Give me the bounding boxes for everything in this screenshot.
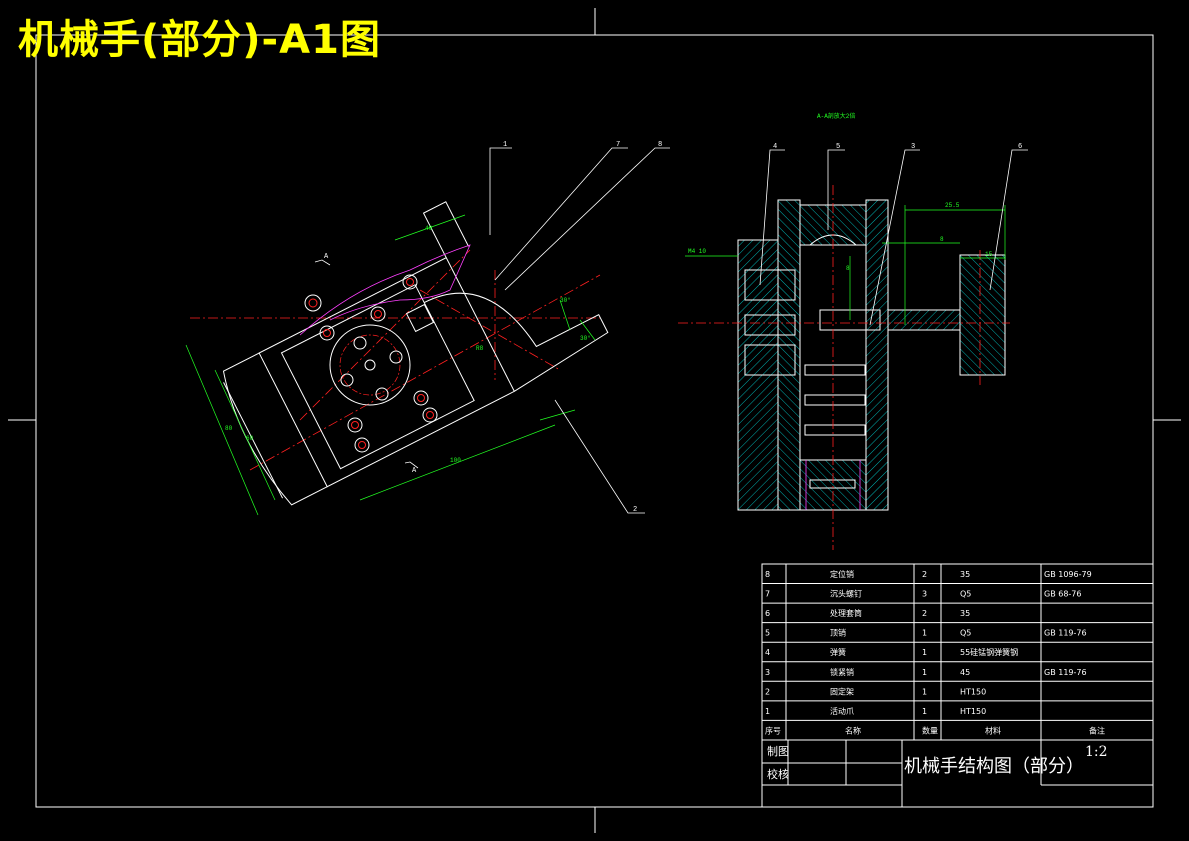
callout-3: 3	[911, 143, 915, 151]
drawn-label: 制图	[767, 745, 789, 758]
svg-text:30°: 30°	[580, 335, 591, 342]
bom-cell-no: 2	[765, 687, 770, 696]
bom-cell-no: 7	[765, 590, 770, 599]
bom-cell-name: 活动爪	[830, 706, 854, 716]
callout-1: 1	[503, 141, 507, 149]
callout-4: 4	[773, 143, 777, 151]
bom-row: 6 处理套筒 2 35	[765, 608, 970, 618]
bom-cell-no: 6	[765, 609, 770, 618]
callout-7: 7	[616, 141, 620, 149]
bom-cell-name: 定位销	[830, 569, 854, 579]
callout-2: 2	[633, 506, 637, 514]
bom-row: 5 顶销 1 Q5 GB 119-76	[765, 628, 1087, 638]
bom-table	[761, 563, 1154, 808]
bom-cell-qty: 1	[922, 707, 927, 716]
bom-cell-material: 55硅锰钢弹簧钢	[960, 647, 1018, 657]
bom-cell-no: 3	[765, 668, 770, 677]
bom-cell-name: 锁紧销	[830, 667, 854, 677]
checked-label: 校核	[767, 767, 789, 781]
bom-cell-name: 处理套筒	[830, 608, 862, 618]
bom-cell-note: 备注	[1089, 725, 1105, 735]
scale-value: 1:2	[1085, 744, 1108, 760]
bom-cell-qty: 1	[922, 648, 927, 657]
bom-cell-qty: 3	[922, 590, 927, 599]
left-view: 80 60 100 40 30° 30° R8	[185, 141, 670, 516]
svg-text:15: 15	[985, 251, 993, 258]
bom-cell-no: 8	[765, 570, 770, 579]
bom-cell-name: 沉头螺钉	[830, 589, 862, 599]
bom-cell-qty: 1	[922, 687, 927, 696]
bom-cell-qty: 数量	[922, 725, 938, 735]
callout-6: 6	[1018, 143, 1022, 151]
svg-text:25.5: 25.5	[945, 202, 960, 209]
svg-text:60: 60	[246, 435, 254, 442]
bom-header-row: 序号 名称 数量 材料 备注	[765, 725, 1105, 735]
bom-row: 3 锁紧销 1 45 GB 119-76	[765, 667, 1087, 677]
bom-cell-no: 序号	[765, 725, 781, 735]
fixed-frame-body	[258, 257, 516, 488]
bom-cell-note: GB 1096-79	[1044, 570, 1092, 579]
bom-cell-material: 45	[960, 668, 970, 677]
bom-cell-note: GB 68-76	[1044, 590, 1081, 599]
bom-cell-no: 4	[765, 648, 770, 657]
bom-cell-qty: 1	[922, 629, 927, 638]
bom-row: 4 弹簧 1 55硅锰钢弹簧钢	[765, 647, 1018, 657]
svg-text:100: 100	[450, 457, 461, 464]
bom-row: 8 定位销 2 35 GB 1096-79	[765, 569, 1092, 579]
bom-cell-name: 名称	[845, 725, 861, 735]
callout-8: 8	[658, 141, 662, 149]
bom-cell-name: 弹簧	[830, 647, 846, 657]
bom-cell-no: 5	[765, 629, 770, 638]
bom-cell-material: Q5	[960, 629, 971, 638]
right-view-section: 25.5 8 15 M4 10 8 A-A剖放大2倍 4 5 3 6	[678, 112, 1028, 550]
bom-cell-qty: 2	[922, 570, 927, 579]
bom-row: 2 固定架 1 HT150	[765, 686, 986, 696]
bom-cell-material: HT150	[960, 707, 986, 716]
bom-cell-name: 固定架	[830, 686, 854, 696]
bom-cell-material: Q5	[960, 590, 971, 599]
bom-cell-material: 35	[960, 609, 970, 618]
svg-text:30°: 30°	[560, 297, 571, 304]
bom-cell-material: 35	[960, 570, 970, 579]
bom-cell-qty: 2	[922, 609, 927, 618]
svg-text:8: 8	[846, 265, 850, 272]
bom-cell-material: HT150	[960, 687, 986, 696]
bom-cell-note: GB 119-76	[1044, 668, 1087, 677]
svg-text:80: 80	[225, 425, 233, 432]
bom-cell-material: 材料	[985, 725, 1001, 735]
svg-text:R8: R8	[476, 345, 484, 352]
drawing-title: 机械手结构图（部分）	[904, 756, 1084, 777]
section-mark-bottom: A	[412, 467, 417, 475]
banner-title: 机械手(部分)-A1图	[18, 17, 381, 63]
bom-cell-no: 1	[765, 707, 770, 716]
callout-5: 5	[836, 143, 840, 151]
bom-cell-name: 顶销	[830, 628, 846, 638]
detail-label: A-A剖放大2倍	[817, 112, 855, 120]
bom-row: 1 活动爪 1 HT150	[765, 706, 986, 716]
section-mark-top: A	[324, 253, 329, 261]
bom-row: 7 沉头螺钉 3 Q5 GB 68-76	[765, 589, 1081, 599]
bom-cell-note: GB 119-76	[1044, 629, 1087, 638]
svg-text:40: 40	[425, 225, 433, 232]
bom-cell-qty: 1	[922, 668, 927, 677]
svg-text:M4 10: M4 10	[688, 248, 706, 255]
svg-text:8: 8	[940, 236, 944, 243]
sheet-frame	[8, 8, 1181, 833]
